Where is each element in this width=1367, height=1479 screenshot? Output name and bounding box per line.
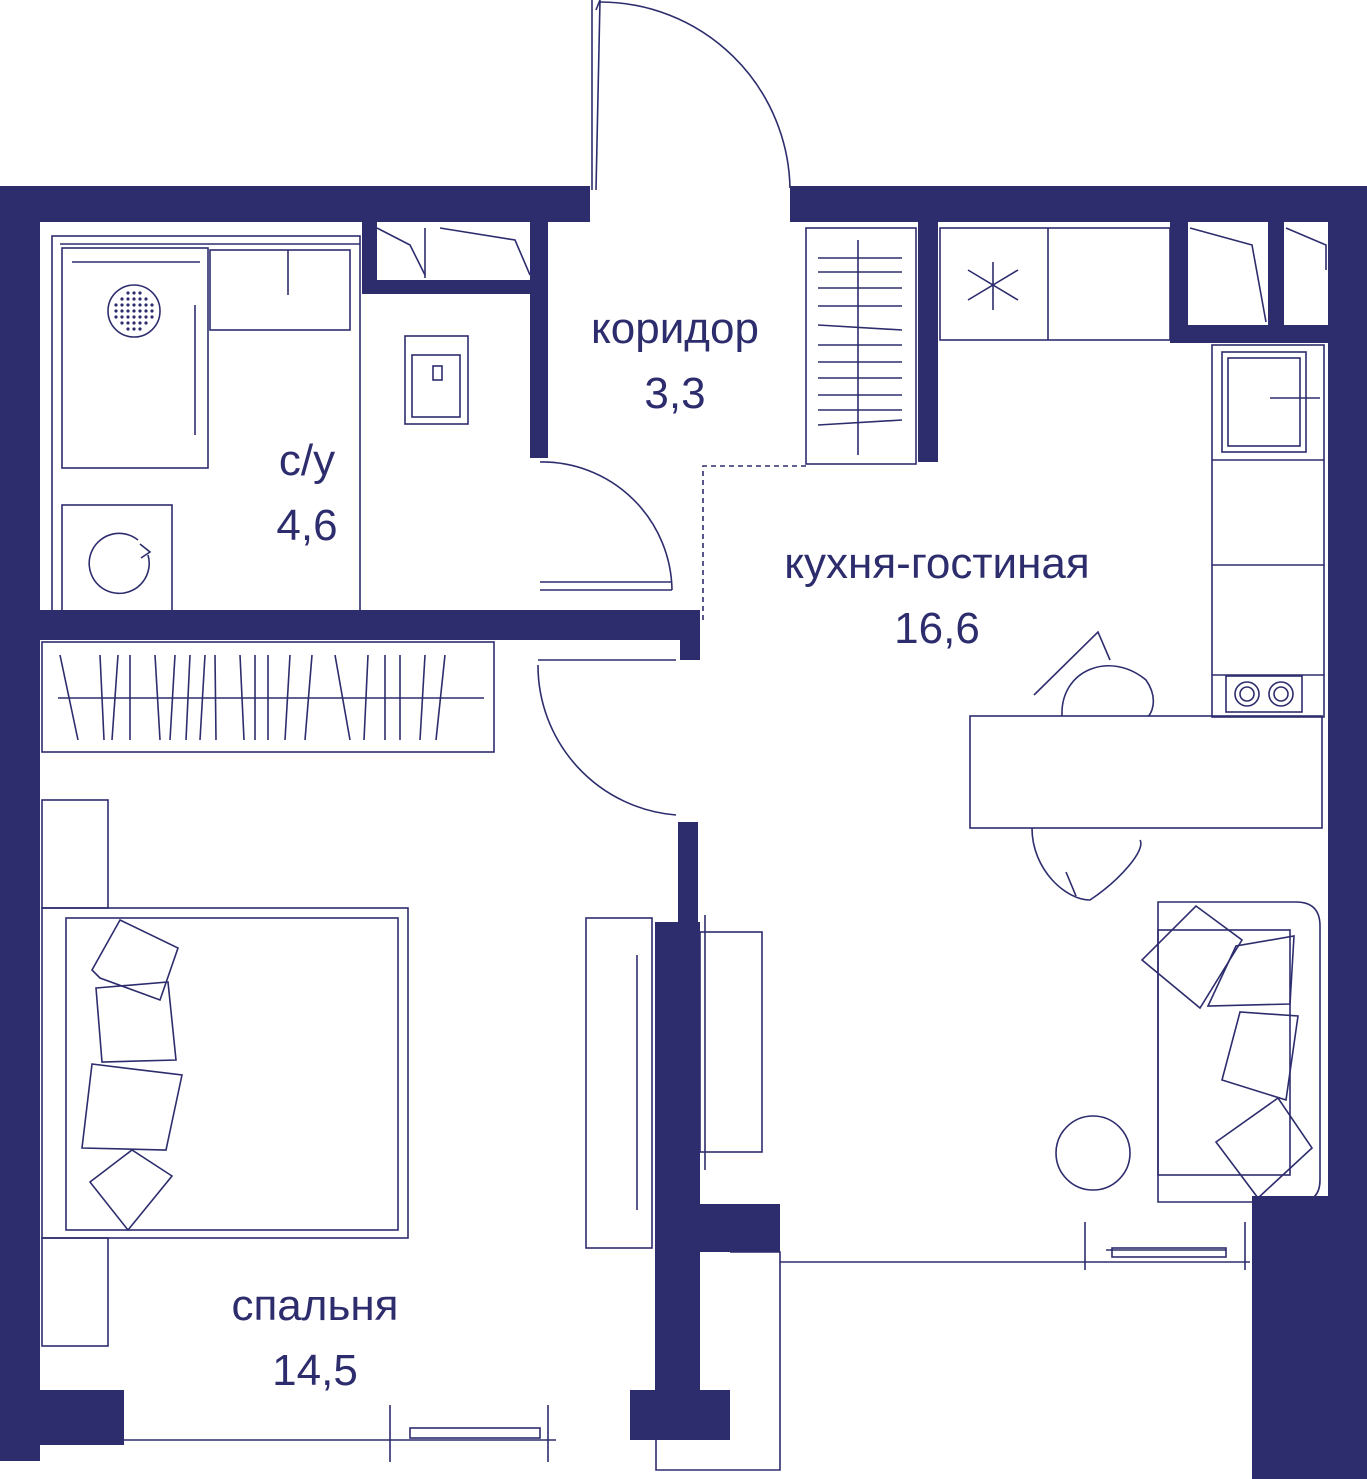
drain-dot (114, 315, 118, 319)
drain-dot (138, 303, 142, 307)
drain-dot (114, 309, 118, 313)
drain-dot (120, 297, 124, 301)
drain-dot (144, 321, 148, 325)
drain-dot (132, 321, 136, 325)
drain-dot (120, 303, 124, 307)
drain-dot (126, 303, 130, 307)
drain-dot (126, 315, 130, 319)
corridor-name: коридор (591, 304, 759, 353)
drain-dot (138, 321, 142, 325)
bathroom-area: 4,6 (276, 501, 337, 550)
drain-dot (138, 291, 142, 295)
drain-dot (144, 303, 148, 307)
bathroom-name: с/у (279, 436, 335, 485)
corridor-wardrobe-hangers (817, 257, 903, 426)
bedroom-name: спальня (231, 1281, 398, 1330)
drain-dot (120, 321, 124, 325)
shower-drain-icon (107, 284, 161, 338)
drain-dot (132, 327, 136, 331)
drain-dot (126, 297, 130, 301)
thin-lines (41, 0, 1327, 1471)
drain-dot (132, 297, 136, 301)
drain-dot (144, 315, 148, 319)
drain-dot (114, 303, 118, 307)
drain-dot (144, 309, 148, 313)
drain-dot (138, 327, 142, 331)
drain-dot (126, 327, 130, 331)
drain-dot (120, 309, 124, 313)
drain-dot (150, 303, 154, 307)
bedroom-area: 14,5 (272, 1346, 358, 1395)
drain-dot (126, 309, 130, 313)
drain-dot (132, 315, 136, 319)
kitchen-living-name: кухня-гостиная (784, 539, 1089, 588)
drain-dot (144, 297, 148, 301)
kitchen-living-area: 16,6 (894, 604, 980, 653)
bedroom-wardrobe-hangers (59, 654, 446, 741)
drain-dot (138, 309, 142, 313)
drain-dot (138, 315, 142, 319)
drain-dot (132, 303, 136, 307)
drain-dot (126, 291, 130, 295)
drain-dot (150, 309, 154, 313)
drain-dot (150, 315, 154, 319)
walls (0, 186, 1367, 1479)
drain-dot (126, 321, 130, 325)
corridor-area: 3,3 (644, 369, 705, 418)
drain-dot (132, 309, 136, 313)
drain-dot (120, 315, 124, 319)
drain-dot (132, 291, 136, 295)
pillows (81, 904, 1314, 1232)
drain-dot (138, 297, 142, 301)
